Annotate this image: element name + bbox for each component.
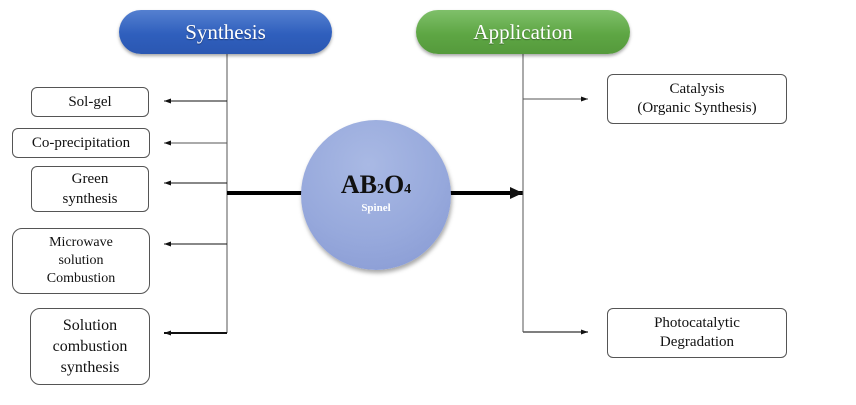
method-label: Co-precipitation <box>31 134 131 151</box>
method-label: Microwave <box>49 235 113 250</box>
formula-part: AB <box>340 170 377 199</box>
formula-subscript: 2 <box>376 182 384 197</box>
method-label: combustion <box>52 338 128 355</box>
application-box-photocatalytic: Photocatalytic Degradation <box>607 308 787 358</box>
method-label: Solution <box>62 317 118 334</box>
synthesis-header: Synthesis <box>119 10 332 54</box>
application-box-catalysis: Catalysis (Organic Synthesis) <box>607 74 787 124</box>
method-label: synthesis <box>62 191 118 207</box>
application-header-label: Application <box>473 19 573 44</box>
method-label: Green <box>71 171 109 187</box>
formula-ab2o4: AB2O4 <box>341 170 411 200</box>
application-label: Photocatalytic <box>654 315 740 331</box>
formula-part: O <box>383 170 405 199</box>
method-label: synthesis <box>60 359 120 376</box>
method-box-co-precipitation: Co-precipitation <box>12 128 150 158</box>
synthesis-header-label: Synthesis <box>185 19 266 44</box>
application-label: Degradation <box>659 334 735 350</box>
method-box-solution-combustion: Solution combustion synthesis <box>30 308 150 385</box>
application-label: (Organic Synthesis) <box>637 100 757 116</box>
method-label: Sol-gel <box>68 93 112 110</box>
spinel-center-node: AB2O4 Spinel <box>301 120 451 270</box>
spinel-label: Spinel <box>361 202 391 214</box>
formula-subscript: 4 <box>404 182 412 197</box>
method-box-microwave-combustion: Microwave solution Combustion <box>12 228 150 294</box>
method-label: Combustion <box>46 271 116 286</box>
method-label: solution <box>58 253 104 268</box>
method-box-sol-gel: Sol-gel <box>31 87 149 117</box>
method-box-green-synthesis: Green synthesis <box>31 166 149 212</box>
application-label: Catalysis <box>669 81 725 97</box>
application-header: Application <box>416 10 630 54</box>
